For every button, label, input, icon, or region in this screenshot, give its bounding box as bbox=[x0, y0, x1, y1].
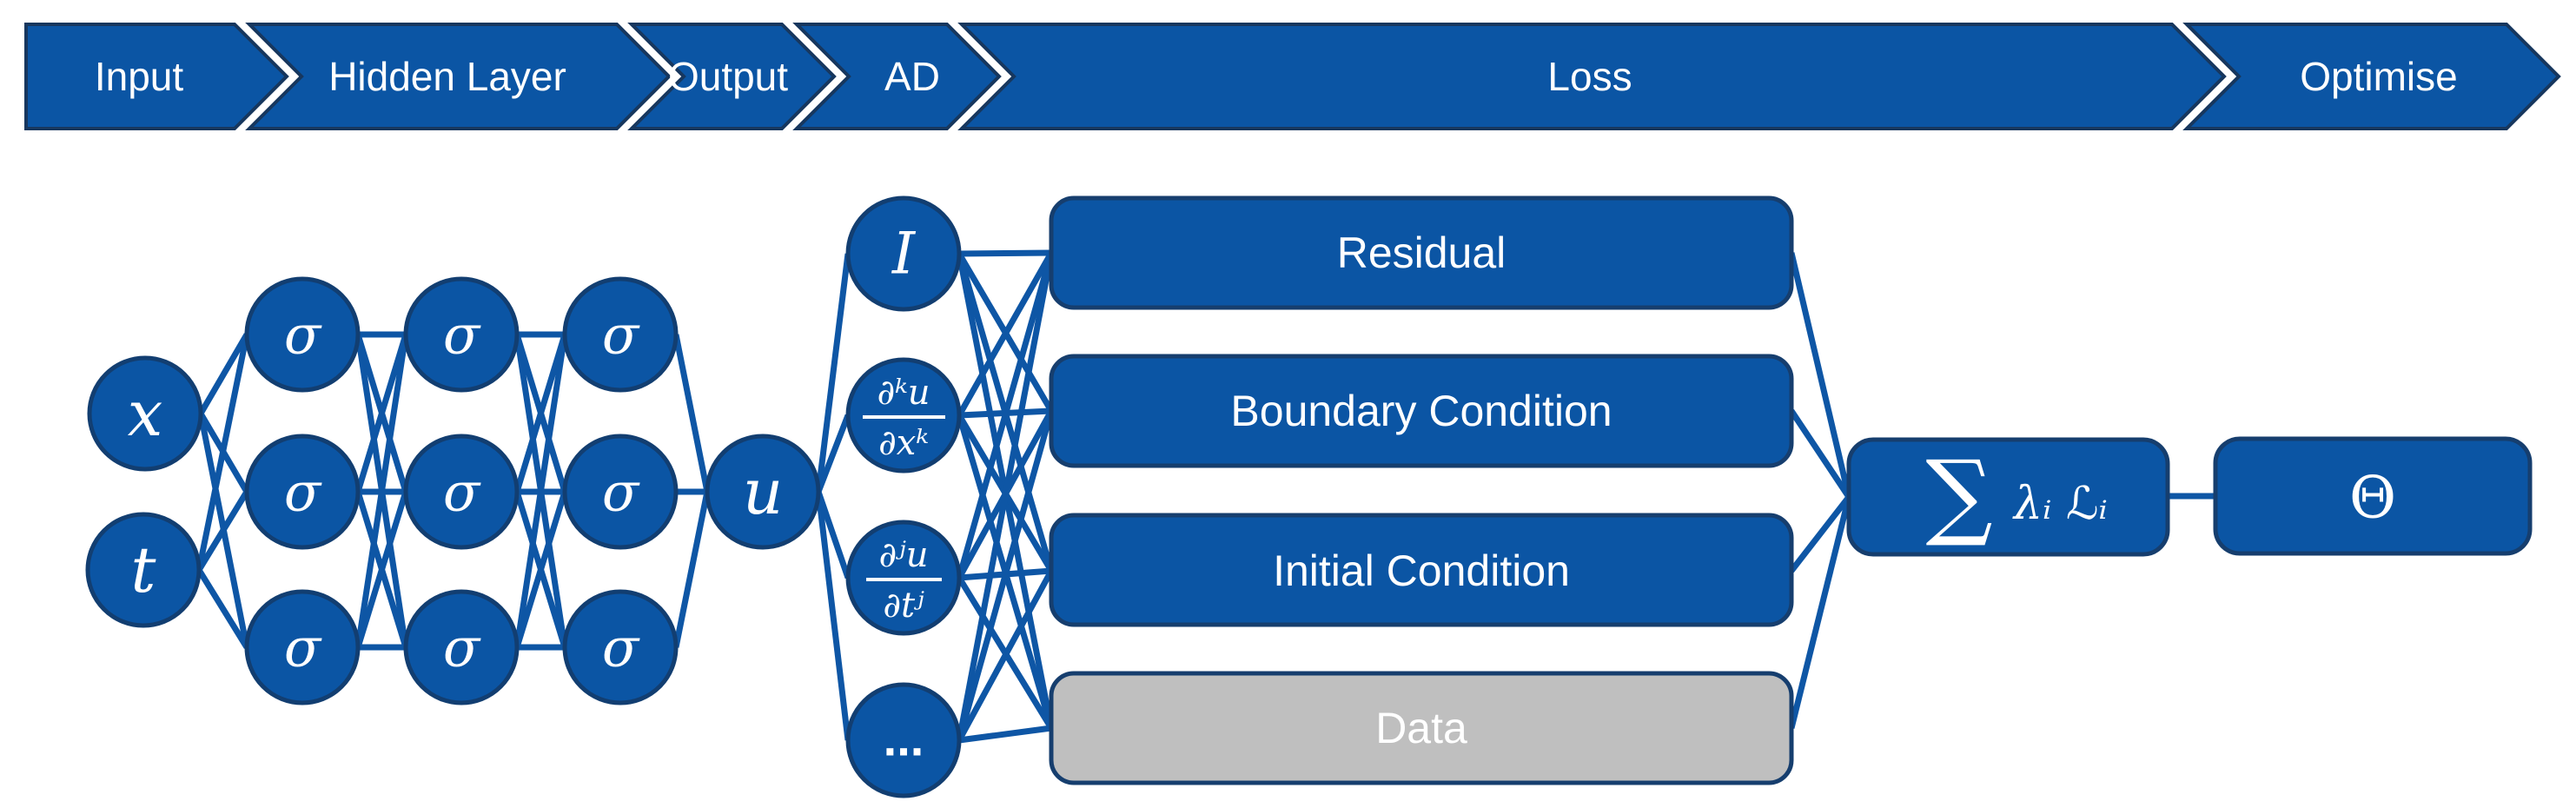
ad-node-dudx-numerator: ∂ᵏu bbox=[877, 373, 930, 413]
edge-line bbox=[196, 568, 249, 649]
ad-layer: I ∂ᵏu ∂xᵏ ∂ʲu ∂tʲ ... bbox=[845, 195, 962, 798]
hidden-node bbox=[562, 276, 679, 393]
chevron-ad bbox=[792, 23, 1002, 130]
hidden-node bbox=[403, 589, 520, 705]
loss-box-boundary-condition bbox=[1049, 354, 1794, 468]
ad-node-more bbox=[845, 682, 962, 798]
banner-label-ad: AD bbox=[884, 54, 940, 99]
optimise-box-group: Θ bbox=[2213, 436, 2533, 556]
hidden-node bbox=[562, 434, 679, 550]
ad-node-dudt-numerator: ∂ʲu bbox=[878, 535, 928, 575]
output-node-u-label: u bbox=[743, 455, 783, 528]
edge-line bbox=[956, 251, 1055, 417]
hidden-node-label: σ bbox=[284, 616, 322, 679]
edge-line bbox=[354, 333, 409, 493]
chevron-input bbox=[24, 23, 289, 130]
edge-line bbox=[815, 490, 851, 580]
hidden-node-label: σ bbox=[443, 460, 481, 524]
edge-line bbox=[672, 334, 711, 493]
edge-line bbox=[196, 490, 249, 572]
edge-line bbox=[815, 491, 851, 741]
edge-line bbox=[1788, 496, 1852, 729]
hidden-node bbox=[403, 276, 520, 393]
edge-line bbox=[672, 491, 711, 648]
edge-line bbox=[513, 334, 568, 648]
banner-label-hidden-layer: Hidden Layer bbox=[328, 54, 566, 99]
edge-line bbox=[958, 725, 1052, 744]
banner-label-loss: Loss bbox=[1547, 54, 1632, 99]
chevron-loss bbox=[957, 23, 2227, 130]
hidden-layers: σ σ σ σ σ σ σ σ σ bbox=[244, 276, 679, 705]
ad-node-dudt-denominator: ∂tʲ bbox=[883, 586, 924, 626]
edge-line bbox=[1789, 494, 1851, 573]
ad-node-more-label: ... bbox=[884, 712, 924, 766]
loss-box-residual-label: Residual bbox=[1337, 228, 1507, 277]
optimise-theta-label: Θ bbox=[2349, 465, 2396, 532]
edge-line bbox=[1788, 252, 1852, 498]
hidden-node-label: σ bbox=[602, 303, 640, 367]
hidden-node-label: σ bbox=[443, 303, 481, 367]
hidden-node bbox=[244, 276, 361, 393]
edge-line bbox=[354, 334, 409, 648]
sum-box bbox=[1846, 437, 2170, 557]
edge-line bbox=[958, 249, 1052, 257]
banner-label-optimise: Optimise bbox=[2300, 54, 2457, 99]
sum-sigma-symbol: ∑ bbox=[1925, 441, 1992, 550]
hidden-node bbox=[403, 434, 520, 550]
edge-line bbox=[815, 414, 851, 493]
input-layer: x t bbox=[85, 355, 203, 628]
input-node-x-label: x bbox=[128, 377, 163, 450]
edge-line bbox=[513, 333, 568, 493]
chevron-optimise bbox=[2182, 23, 2561, 130]
edge-line bbox=[956, 410, 1055, 741]
hidden-node-label: σ bbox=[602, 616, 640, 679]
input-node-t-label: t bbox=[131, 533, 157, 606]
edge-line bbox=[195, 334, 250, 571]
network-edges bbox=[195, 249, 1852, 744]
hidden-node bbox=[244, 589, 361, 705]
banner-label-input: Input bbox=[95, 54, 184, 99]
edge-line bbox=[956, 569, 1055, 742]
edge-line bbox=[197, 333, 250, 415]
hidden-node bbox=[562, 589, 679, 705]
ad-node-identity bbox=[845, 195, 962, 312]
hidden-node-label: σ bbox=[284, 460, 322, 524]
edge-line bbox=[354, 490, 409, 649]
loss-box-boundary-condition-label: Boundary Condition bbox=[1230, 387, 1612, 435]
loss-boxes: Residual Boundary Condition Initial Cond… bbox=[1049, 195, 1794, 785]
loss-box-initial-condition bbox=[1049, 513, 1794, 627]
hidden-node-label: σ bbox=[284, 303, 322, 367]
chevron-hidden-layer bbox=[245, 23, 672, 130]
hidden-node bbox=[244, 434, 361, 550]
sum-terms-label: λᵢ ℒᵢ bbox=[2012, 478, 2108, 530]
output-node-u bbox=[705, 434, 821, 550]
input-node-t bbox=[85, 512, 202, 628]
loss-box-initial-condition-label: Initial Condition bbox=[1273, 546, 1570, 595]
optimise-box bbox=[2213, 436, 2533, 556]
output-layer: u bbox=[705, 434, 821, 550]
loss-box-data-label: Data bbox=[1375, 704, 1467, 752]
chevron-output bbox=[627, 23, 837, 130]
edge-line bbox=[815, 253, 851, 493]
input-node-x bbox=[87, 355, 203, 472]
edge-line bbox=[513, 490, 568, 649]
edge-line bbox=[956, 252, 1055, 741]
loss-box-residual bbox=[1049, 195, 1794, 310]
edge-line bbox=[1789, 409, 1851, 499]
loss-box-data bbox=[1049, 671, 1794, 785]
banner-label-output: Output bbox=[668, 54, 788, 99]
hidden-node-label: σ bbox=[443, 616, 481, 679]
ad-node-identity-label: I bbox=[891, 221, 917, 288]
hidden-node-label: σ bbox=[602, 460, 640, 524]
ad-node-dudx-denominator: ∂xᵏ bbox=[878, 423, 929, 463]
process-banner: Input Hidden Layer Output AD Loss Optimi… bbox=[24, 23, 2561, 130]
loss-sum-box: ∑ λᵢ ℒᵢ bbox=[1846, 437, 2170, 557]
edge-line bbox=[956, 252, 1055, 579]
